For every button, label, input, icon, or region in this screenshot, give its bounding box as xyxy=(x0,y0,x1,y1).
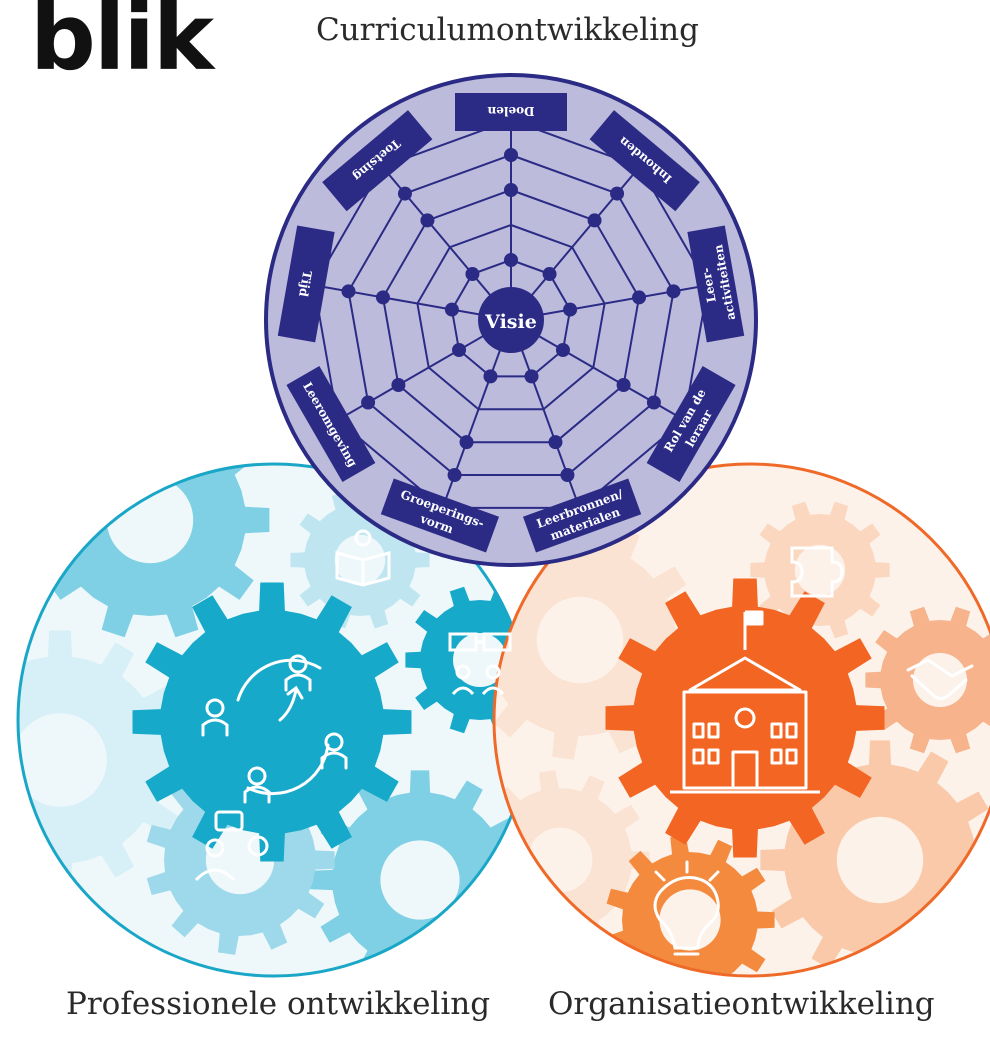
svg-text:Tijd: Tijd xyxy=(296,270,314,299)
web-node xyxy=(563,302,578,317)
svg-text:Leer-: Leer- xyxy=(699,267,719,304)
web-node xyxy=(483,369,498,384)
brand-logo: blik xyxy=(30,0,214,91)
web-node xyxy=(632,290,647,305)
web-node xyxy=(504,148,518,162)
handshake-gear-icon xyxy=(865,606,990,754)
web-node xyxy=(459,435,474,450)
web-node xyxy=(465,267,480,282)
web-node xyxy=(646,395,661,410)
spoke-label-1: Doelen xyxy=(455,93,567,131)
spider-web xyxy=(312,118,710,509)
web-node xyxy=(452,343,467,357)
flowchart-icon xyxy=(448,632,512,696)
web-node xyxy=(397,186,412,201)
school-building-icon xyxy=(670,610,820,794)
book-reader-icon xyxy=(335,529,391,587)
curriculum-caption: Curriculumontwikkeling xyxy=(316,12,699,48)
handshake-icon xyxy=(906,658,974,701)
chat-people-icon xyxy=(194,810,269,882)
web-node xyxy=(391,378,406,392)
svg-text:Doelen: Doelen xyxy=(487,104,534,118)
web-node xyxy=(447,468,462,483)
web-node xyxy=(610,186,625,201)
gear-icon xyxy=(18,630,190,890)
lightbulb-icon xyxy=(653,860,720,956)
professional-caption: Professionele ontwikkeling xyxy=(66,986,491,1022)
spoke-label-2: Inhouden xyxy=(589,110,700,212)
web-node xyxy=(444,302,459,317)
web-node xyxy=(587,213,602,228)
people-cycle-icon xyxy=(201,654,348,804)
web-node xyxy=(341,284,356,299)
web-node xyxy=(560,468,575,483)
web-node xyxy=(524,369,539,384)
web-node xyxy=(375,290,390,305)
web-node xyxy=(420,213,435,228)
web-node xyxy=(542,267,557,282)
puzzle-icon xyxy=(790,546,844,598)
web-node xyxy=(548,435,563,450)
professional-main-gear-icon xyxy=(132,582,412,862)
visie-center xyxy=(478,287,544,353)
web-node xyxy=(616,378,631,392)
web-node xyxy=(361,395,376,410)
web-node xyxy=(504,183,518,197)
web-node xyxy=(666,284,681,299)
visie-label: Visie xyxy=(484,311,537,333)
organisation-caption: Organisatieontwikkeling xyxy=(548,986,935,1022)
web-node xyxy=(555,343,570,357)
spoke-label-8: Tijd xyxy=(277,225,335,343)
web-node xyxy=(504,253,518,267)
